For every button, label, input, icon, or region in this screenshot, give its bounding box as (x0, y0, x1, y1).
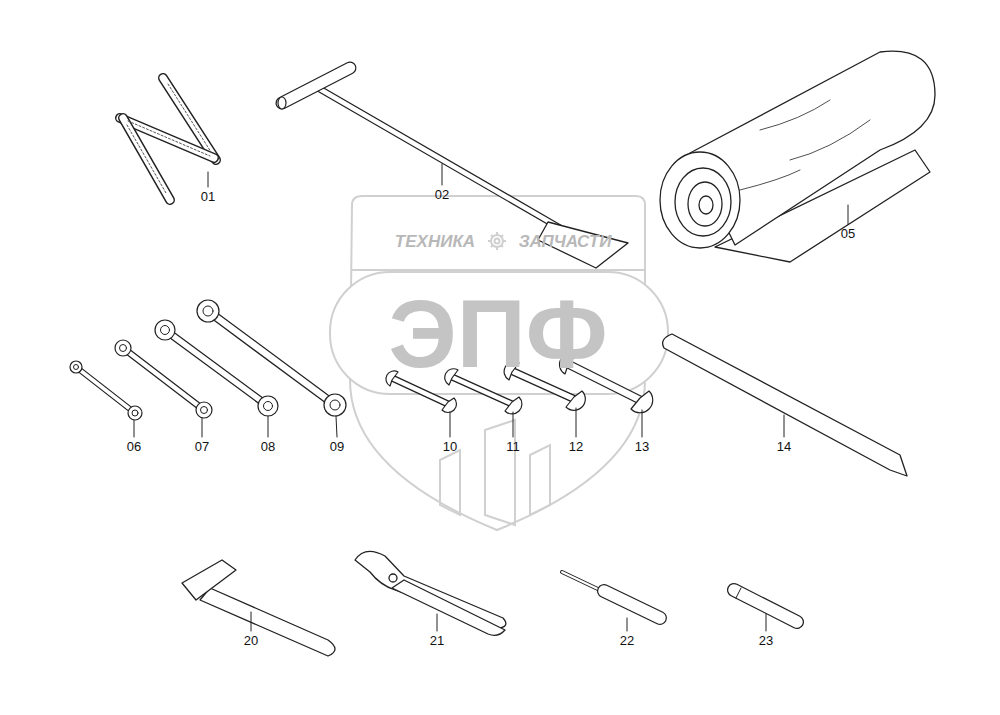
callout-number: 01 (201, 190, 215, 203)
watermark (330, 196, 668, 530)
rolled-mat (660, 51, 935, 262)
callout-number: 14 (777, 440, 791, 453)
callout-number: 10 (443, 440, 457, 453)
leader-lines (134, 164, 848, 631)
callout-number: 20 (244, 634, 258, 647)
callout-number: 12 (569, 440, 583, 453)
callout-number: 06 (127, 440, 141, 453)
watermark-logo: ЭПФ (388, 286, 607, 382)
ring-spanners (70, 300, 346, 420)
callout-number: 02 (435, 188, 449, 201)
callout-number: 05 (841, 227, 855, 240)
t-handle-shovel (278, 68, 628, 268)
callout-number: 08 (261, 440, 275, 453)
pry-bar (663, 334, 907, 476)
callout-number: 11 (506, 440, 520, 453)
pliers (355, 551, 506, 635)
callout-number: 07 (195, 440, 209, 453)
folding-ruler (120, 78, 216, 200)
callout-number: 09 (330, 440, 344, 453)
watermark-text: ЗАПЧАСТИ (519, 233, 612, 250)
callout-number: 23 (759, 634, 773, 647)
callout-number: 21 (430, 634, 444, 647)
callout-number: 22 (620, 634, 634, 647)
watermark-text: ТЕХНИКА (395, 233, 475, 250)
hammer (182, 560, 335, 656)
callout-number: 13 (635, 440, 649, 453)
screwdriver (562, 572, 660, 618)
